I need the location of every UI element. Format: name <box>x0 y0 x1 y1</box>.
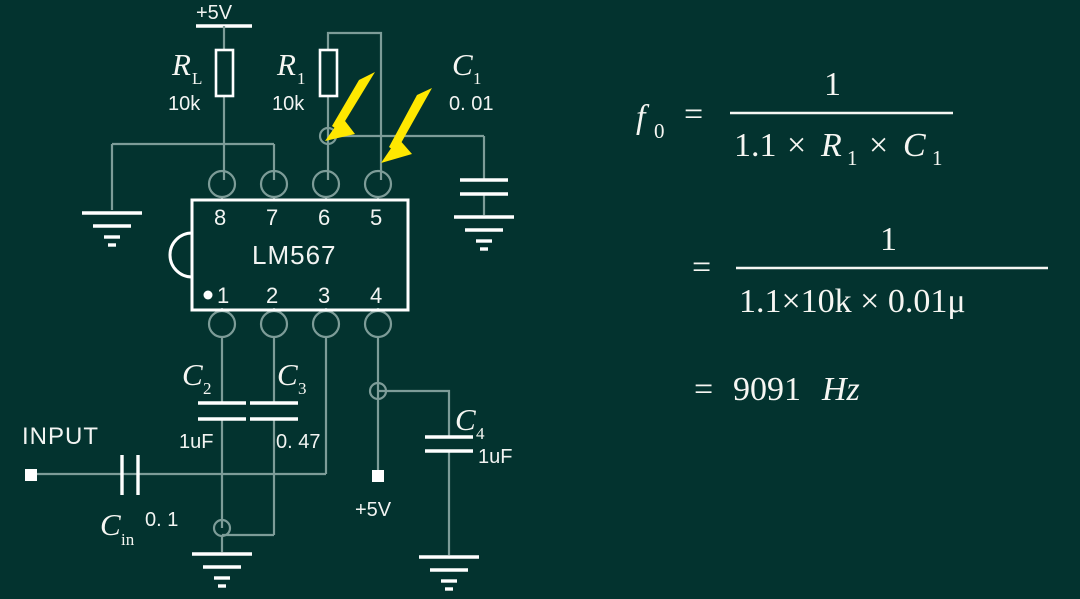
formula-den1-b-sub: 1 <box>847 146 858 170</box>
input-terminal-square[interactable] <box>25 469 37 481</box>
label-supply-top: +5V <box>196 2 233 24</box>
formula-den1-c: C <box>903 127 926 164</box>
formula-lhs-sub: 0 <box>654 119 665 143</box>
label-c1-sub: 1 <box>473 69 482 88</box>
label-pin-8: 8 <box>214 205 226 230</box>
label-c2-ref: C <box>182 357 203 392</box>
formula-lhs-symbol: f <box>636 99 650 136</box>
formula-equals-1: = <box>684 96 703 133</box>
components-layer <box>25 48 508 538</box>
formula-line-3: = 9091 Hz <box>694 371 860 408</box>
formula-numerator-1: 1 <box>824 66 841 103</box>
formula-den1-b: R <box>820 127 842 164</box>
formula-result-unit: Hz <box>821 371 860 408</box>
ground-symbol-c1 <box>454 215 514 251</box>
label-c4-value: 1uF <box>478 446 512 468</box>
label-supply-pin4: +5V <box>355 499 392 521</box>
label-pin-4: 4 <box>370 283 382 308</box>
ground-symbols-layer <box>82 211 514 591</box>
formula-den1-a: 1.1 <box>734 127 777 164</box>
label-ic-part-number: LM567 <box>252 240 337 270</box>
pin-circle-6 <box>311 169 341 199</box>
label-r1-ref: R <box>276 47 296 82</box>
label-rl-sub: L <box>192 69 202 88</box>
label-c3-value: 0. 47 <box>276 431 320 453</box>
ground-symbol-left <box>82 211 142 247</box>
pin-circle-1 <box>207 309 237 339</box>
formula-line-2: = 1 1.1×10k × 0.01μ <box>692 221 1048 320</box>
label-c3-sub: 3 <box>298 379 307 398</box>
junction-node-pin4 <box>368 381 388 401</box>
label-r1-value: 10k <box>272 93 305 115</box>
ic-pin1-dot <box>203 290 213 300</box>
label-r1-sub: 1 <box>297 69 306 88</box>
resistor-r1 <box>318 48 339 98</box>
pin-circle-2 <box>259 309 289 339</box>
ic-notch <box>168 231 193 279</box>
label-pin-5: 5 <box>370 205 382 230</box>
formula-denominator-2: 1.1×10k × 0.01μ <box>739 283 966 320</box>
label-c1-ref: C <box>452 47 473 82</box>
annotation-arrows <box>325 72 432 163</box>
label-rl-ref: R <box>171 47 191 82</box>
label-c4-ref: C <box>455 402 476 437</box>
label-c1-value: 0. 01 <box>449 93 493 115</box>
formula-block: f 0 = 1 1.1 × R 1 × C 1 = 1 1.1×10k × 0.… <box>636 66 1048 408</box>
label-c4-sub: 4 <box>476 424 485 443</box>
formula-den1-times1: × <box>787 127 806 164</box>
pin-circle-5 <box>363 169 393 199</box>
label-pin-6: 6 <box>318 205 330 230</box>
junction-node-ground <box>212 518 232 538</box>
formula-line-1: f 0 = 1 1.1 × R 1 × C 1 <box>636 66 953 170</box>
ground-symbol-center <box>192 552 252 588</box>
label-pin-1: 1 <box>217 283 229 308</box>
label-c3-ref: C <box>277 357 298 392</box>
ic-body-outline <box>190 198 410 312</box>
label-pin-7: 7 <box>266 205 278 230</box>
formula-den1-c-sub: 1 <box>932 146 943 170</box>
label-rl-value: 10k <box>168 93 201 115</box>
label-c2-value: 1uF <box>179 431 213 453</box>
label-pin-3: 3 <box>318 283 330 308</box>
wire-r1-top-loop <box>326 31 383 136</box>
resistor-rl <box>214 48 235 98</box>
formula-result-value: 9091 <box>733 371 801 408</box>
label-cin-value: 0. 1 <box>145 509 178 531</box>
pin-circle-4 <box>363 309 393 339</box>
formula-equals-3: = <box>694 371 713 408</box>
ic-package <box>168 198 410 312</box>
wire-pin4-to-c4 <box>378 389 451 437</box>
label-c2-sub: 2 <box>203 379 212 398</box>
wiring-layer <box>30 24 486 555</box>
label-input: INPUT <box>22 423 99 450</box>
formula-equals-2: = <box>692 249 711 286</box>
labels-layer: +5V R L 10k R 1 10k C 1 0. 01 8 7 6 5 1 … <box>22 2 512 549</box>
formula-numerator-2: 1 <box>880 221 897 258</box>
arrow-pointing-to-pin6-junction <box>325 72 375 141</box>
label-cin-sub: in <box>121 530 135 549</box>
supply-terminal-square[interactable] <box>372 470 384 482</box>
pin-circle-8 <box>207 169 237 199</box>
label-pin-2: 2 <box>266 283 278 308</box>
formula-den1-times2: × <box>869 127 888 164</box>
ground-symbol-c4 <box>419 555 479 591</box>
label-cin-ref: C <box>100 507 121 542</box>
arrow-pointing-to-pin5 <box>381 88 432 163</box>
pin-circle-3 <box>311 309 341 339</box>
